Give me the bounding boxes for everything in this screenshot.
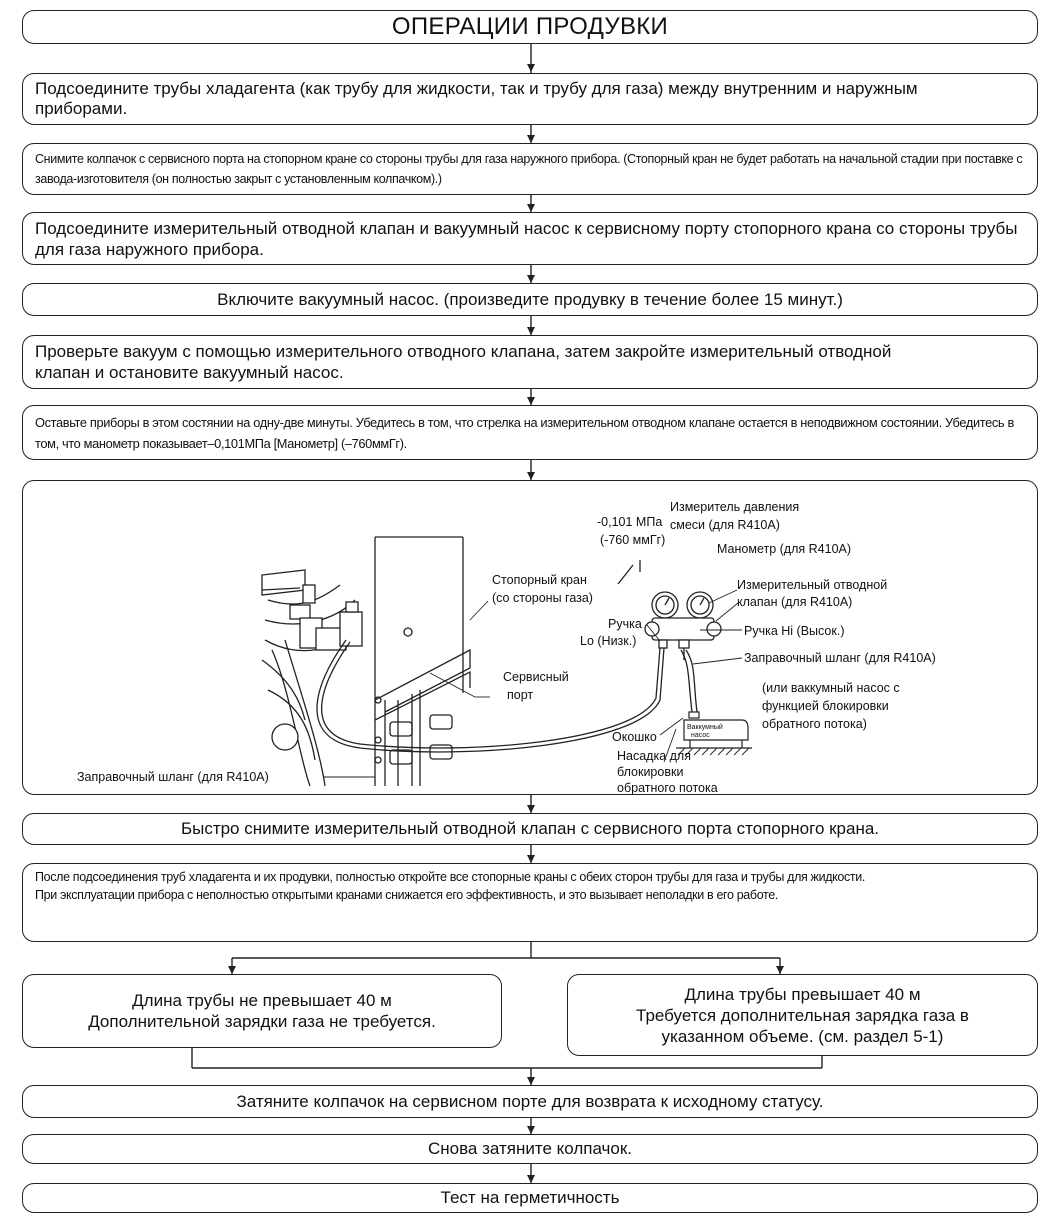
step-connect-manifold-text: Подсоедините измерительный отводной клап… <box>35 218 1018 259</box>
step-leak-test-text: Тест на герметичность <box>440 1188 620 1207</box>
label-manometer: Манометр (для R410A) <box>717 542 851 556</box>
label-handle-lo-2: Lo (Низк.) <box>580 634 636 648</box>
label-service-port-2: порт <box>507 688 533 702</box>
step-connect-pipes: Подсоедините трубы хладагента (как трубу… <box>22 73 1038 125</box>
step-retighten-cap-text: Снова затяните колпачок. <box>427 1139 633 1158</box>
branch-long-pipe: Длина трубы превышает 40 м Требуется доп… <box>567 974 1038 1056</box>
branch-short-pipe-line2: Дополнительной зарядки газа не требуется… <box>88 1012 436 1031</box>
label-compound-gauge-1: Измеритель давления <box>670 500 799 514</box>
step-open-valves-text: После подсоединения труб хладагента и их… <box>35 870 866 884</box>
page-title: ОПЕРАЦИИ ПРОДУВКИ <box>391 13 669 40</box>
step-connect-manifold: Подсоедините измерительный отводной клап… <box>22 212 1038 265</box>
step-remove-cap: Снимите колпачок с сервисного порта на с… <box>22 143 1038 195</box>
step-remove-manifold: Быстро снимите измерительный отводной кл… <box>22 813 1038 845</box>
branch-short-pipe: Длина трубы не превышает 40 м Дополнител… <box>22 974 502 1048</box>
step-start-pump: Включите вакуумный насос. (произведите п… <box>22 283 1038 316</box>
charge-hose <box>316 639 665 753</box>
label-adapter-2: блокировки <box>617 765 683 779</box>
label-pressure-value: -0,101 МПа <box>597 515 662 529</box>
label-compound-gauge-2: смеси (для R410A) <box>670 518 780 532</box>
label-stop-valve-1: Стопорный кран <box>492 573 587 587</box>
label-pump-alt-2: функцией блокировки <box>762 699 889 713</box>
label-manifold-2: клапан (для R410A) <box>737 595 852 609</box>
diagram-labels: -0,101 МПа (-760 ммГг) Измеритель давлен… <box>77 500 936 795</box>
label-window: Окошко <box>612 730 657 744</box>
step-check-vacuum: Проверьте вакуум с помощью измерительног… <box>22 335 1038 389</box>
step-hold-check: Оставьте приборы в этом состянии на одну… <box>22 405 1038 460</box>
step-retighten-cap: Снова затяните колпачок. <box>22 1134 1038 1164</box>
step-connect-pipes-text: Подсоедините трубы хладагента (как трубу… <box>35 79 918 118</box>
pump-label-1: Ваккумный <box>687 723 723 731</box>
label-adapter-3: обратного потока <box>617 781 718 795</box>
step-remove-manifold-text: Быстро снимите измерительный отводной кл… <box>180 819 880 838</box>
step-open-valves-warning: При эксплуатации прибора с неполностью о… <box>35 888 779 902</box>
step-remove-cap-text: Снимите колпачок с сервисного порта на с… <box>35 152 1023 186</box>
step-check-vacuum-text: Проверьте вакуум с помощью измерительног… <box>35 342 892 382</box>
label-stop-valve-2: (со стороны газа) <box>492 591 593 605</box>
label-charge-hose-right: Заправочный шланг (для R410A) <box>744 651 936 665</box>
branch-long-pipe-line3: указанном объеме. (см. раздел 5-1) <box>661 1026 944 1046</box>
label-adapter-1: Насадка для <box>617 749 691 763</box>
title-box: ОПЕРАЦИИ ПРОДУВКИ <box>22 10 1038 44</box>
branch-long-pipe-line1: Длина трубы превышает 40 м <box>684 984 921 1004</box>
label-handle-lo-1: Ручка <box>608 617 642 631</box>
label-pump-alt-3: обратного потока) <box>762 717 867 731</box>
step-tighten-cap: Затяните колпачок на сервисном порте для… <box>22 1085 1038 1118</box>
label-pump-alt-1: (или ваккумный насос с <box>762 681 900 695</box>
manifold-gauge <box>617 560 722 660</box>
step-tighten-cap-text: Затяните колпачок на сервисном порте для… <box>236 1091 824 1111</box>
vacuum-pump-icon <box>676 711 752 756</box>
branch-long-pipe-line2: Требуется дополнительная зарядка газа в <box>636 1005 969 1025</box>
pump-label-2: насос <box>691 732 710 739</box>
label-handle-hi: Ручка Hi (Высок.) <box>744 624 844 638</box>
step-hold-check-text: Оставьте приборы в этом состянии на одну… <box>35 414 1014 451</box>
branch-short-pipe-line1: Длина трубы не превышает 40 м <box>132 991 392 1010</box>
step-open-valves: После подсоединения труб хладагента и их… <box>22 863 1038 942</box>
label-service-port-1: Сервисный <box>503 670 569 684</box>
label-charge-hose-left: Заправочный шланг (для R410A) <box>77 770 269 784</box>
label-manifold-1: Измерительный отводной <box>737 578 887 592</box>
leader-lines <box>323 589 743 778</box>
step-start-pump-text: Включите вакуумный насос. (произведите п… <box>217 289 843 309</box>
label-pressure-mm: (-760 ммГг) <box>600 533 665 547</box>
step-leak-test: Тест на герметичность <box>22 1183 1038 1213</box>
